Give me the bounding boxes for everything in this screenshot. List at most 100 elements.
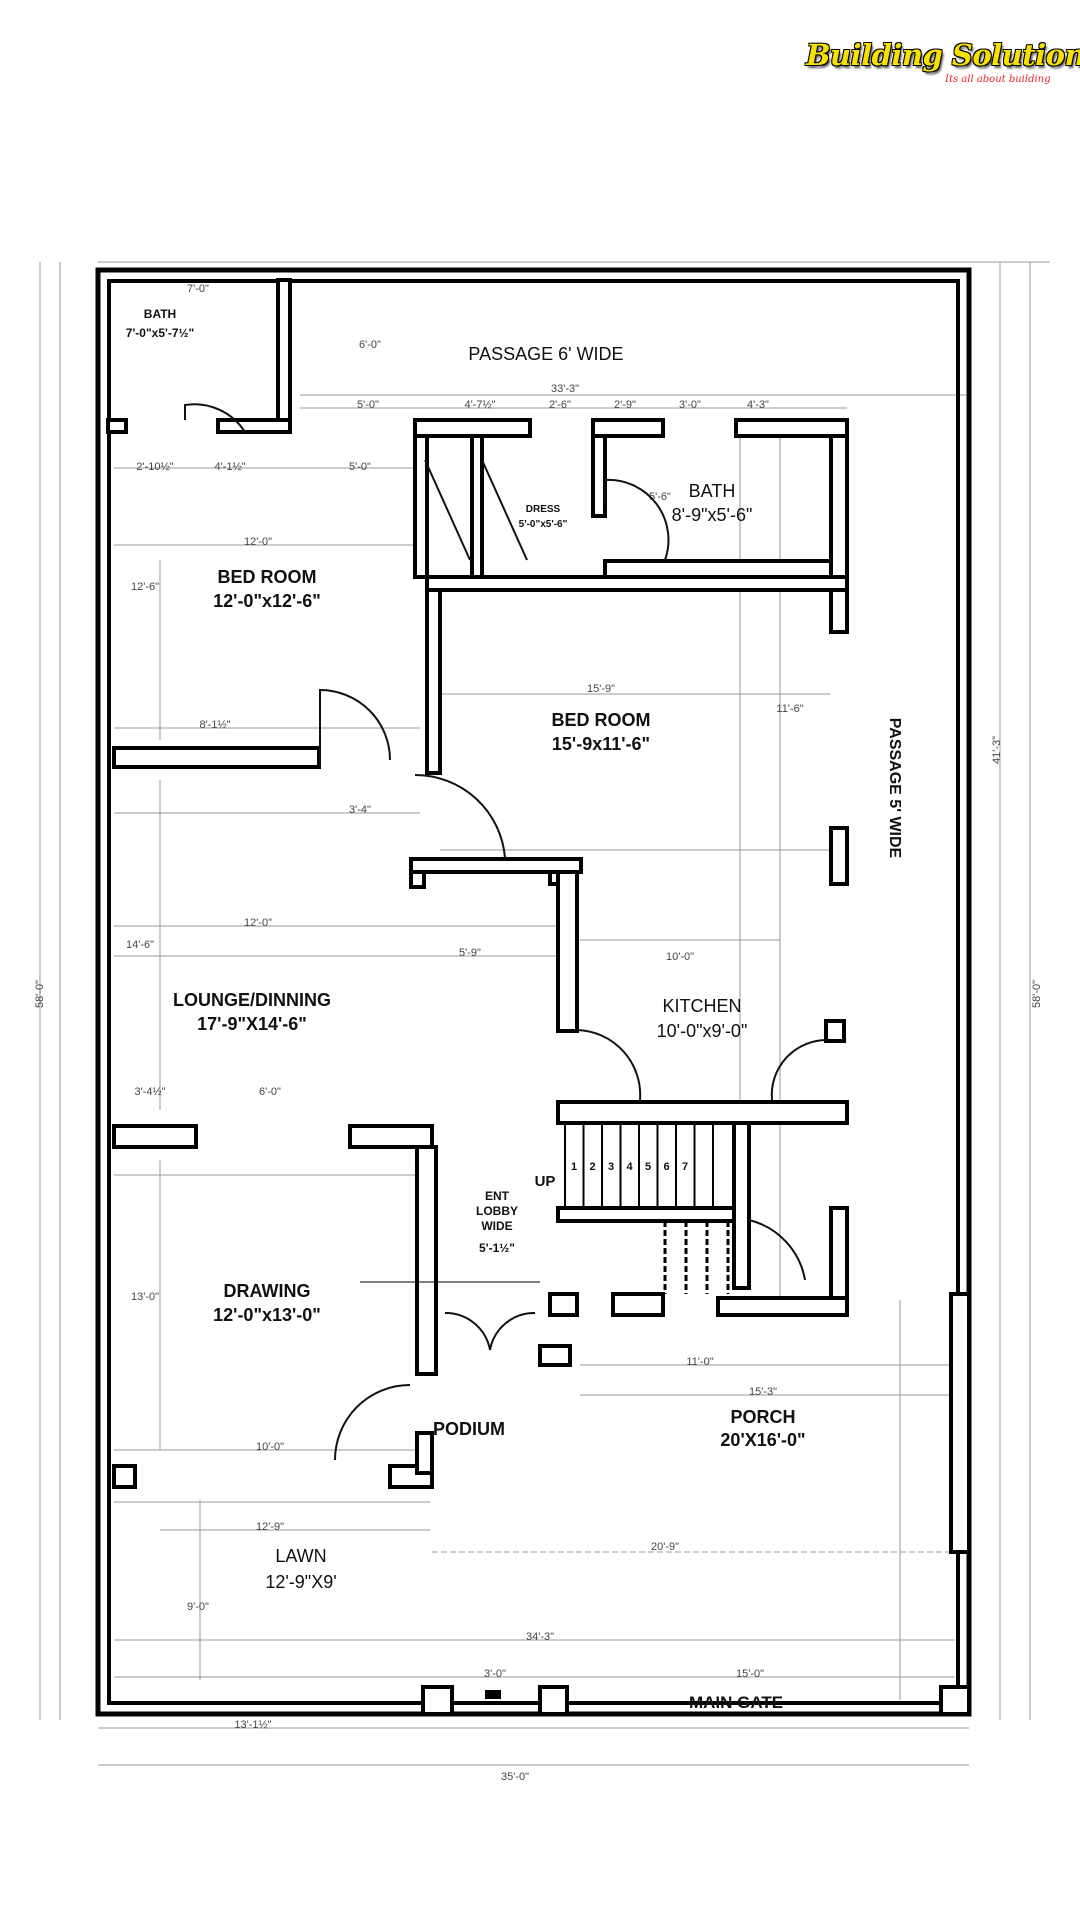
podium-label: PODIUM [433,1419,505,1439]
dimension-label: 15'-0" [736,1668,764,1680]
dimension-label: 10'-0" [256,1441,284,1453]
dimension-label: 6'-0" [259,1086,281,1098]
logo-tagline: Its all about building [945,74,1051,85]
stair-step-number: 1 [571,1161,577,1173]
wall-segment [556,870,579,1033]
wall-segment [216,418,292,434]
room-labels: BATH 7'-0"x5'-7½" PASSAGE 6' WIDE BED RO… [126,307,903,1712]
door-arc [748,1219,806,1281]
dimension-label: 2'-9" [614,399,636,411]
dimension-label: 2'-6" [549,399,571,411]
drawing-name: DRAWING [224,1281,311,1301]
dimension-labels: 7'-0"5'-0"4'-7½"2'-6"2'-9"3'-0"4'-3"33'-… [34,283,1043,1783]
dimension-label: 12'-0" [244,917,272,929]
dimension-label: 3'-0" [679,399,701,411]
wall-segment [829,826,849,886]
main-gate-latch [485,1690,501,1699]
wall-segment [829,434,849,634]
wall-segment [348,1124,434,1149]
dimension-label: 2'-10½" [136,461,173,473]
outer-wall [95,267,972,1717]
dimension-label: 34'-3" [526,1631,554,1643]
dimension-label: 11'-6" [776,703,803,715]
dimension-label: 3'-0" [484,1668,506,1680]
dimension-label: 12'-6" [131,581,159,593]
wall-segment [276,278,292,434]
door-arc [184,403,246,433]
bath1-name: BATH [144,307,176,321]
dimension-lines [39,261,1050,1766]
wall-segment [734,418,849,438]
lounge-name: LOUNGE/DINNING [173,990,331,1010]
door-arc [604,478,670,561]
stair-step-number: 3 [608,1161,614,1173]
bedroom2-size: 15'-9x11'-6" [552,734,650,754]
dimension-label: 13'-0" [131,1291,159,1303]
bath2-name: BATH [689,481,736,501]
dimension-label: 5'-6" [649,491,671,503]
building-solution-logo: Building Solution Its all about building [800,34,1080,94]
wall-segment [425,575,849,592]
wall-segment [603,559,833,579]
stair-step-number: 5 [645,1161,651,1173]
kitchen-size: 10'-0"x9'-0" [657,1021,748,1041]
stair-step-number: 6 [663,1161,669,1173]
dimension-label: 4'-3" [747,399,769,411]
lobby-line2: LOBBY [476,1204,518,1218]
door-arc [444,1311,536,1351]
doors [184,403,829,1461]
dimension-label: 6'-0" [359,339,381,351]
wall-segment [112,746,321,769]
dimension-label: 5'-0" [349,461,371,473]
wall-segment [556,1206,738,1223]
wall-segment [409,870,426,889]
porch-size: 20'X16'-0" [720,1430,805,1450]
dimension-label: 14'-6" [126,939,154,951]
logo-text: Building Solution [806,38,1080,72]
wall-segment [415,1145,438,1376]
dimension-label: 5'-0" [357,399,379,411]
wall-segment [112,1464,137,1489]
stair-step-number: 2 [589,1161,595,1173]
wall-segment [591,434,607,518]
passage-top-label: PASSAGE 6' WIDE [468,344,623,364]
wall-segment [716,1296,849,1317]
interior-walls [106,278,971,1716]
wall-segment [556,1100,849,1125]
lounge-size: 17'-9"X14'-6" [197,1014,307,1034]
wall-segment [949,1292,971,1554]
dimension-label: 11'-0" [686,1356,713,1368]
wall-segment [421,1685,454,1716]
dimension-label: 35'-0" [501,1771,529,1783]
wall-segment [409,857,583,874]
lobby-line1: ENT [485,1189,510,1203]
wall-segment [548,1292,579,1317]
dimension-label: 58'-0" [34,980,46,1008]
dimension-label: 10'-0" [666,951,694,963]
closet-diagonals [424,459,528,561]
wall-segment [470,434,484,579]
wall-segment [112,1124,198,1149]
dimension-label: 58'-0" [1031,980,1043,1008]
wall-segment [939,1685,971,1716]
dimension-label: 4'-1½" [214,461,245,473]
bath1-size: 7'-0"x5'-7½" [126,326,194,340]
door-arc [576,1029,642,1101]
door-arc [414,773,506,859]
wall-segment [415,1431,434,1475]
drawing-size: 12'-0"x13'-0" [213,1305,321,1325]
dimension-label: 3'-4" [349,804,371,816]
dimension-label: 12'-0" [244,536,272,548]
door-arc [319,688,391,768]
dimension-label: 7'-0" [187,283,209,295]
dimension-label: 9'-0" [187,1601,209,1613]
stair-step-number: 7 [682,1161,688,1173]
dress-name: DRESS [526,504,561,515]
dimension-label: 41'-3" [991,736,1003,764]
stair-step-number: 4 [626,1161,633,1173]
wall-segment [413,434,429,579]
dimension-label: 12'-9" [256,1521,284,1533]
lobby-size: 5'-1½" [479,1241,515,1255]
main-gate-label: MAIN GATE [689,1693,783,1712]
